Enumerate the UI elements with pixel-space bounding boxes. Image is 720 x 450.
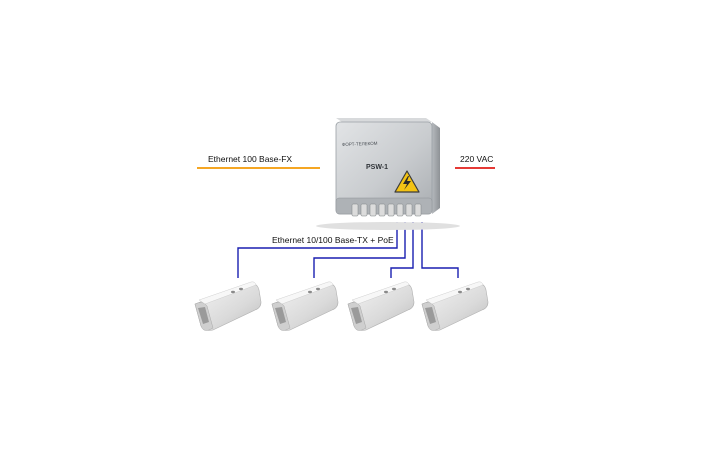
switch-enclosure: ФОРТ-ТЕЛЕКОМ PSW-1 — [316, 118, 460, 230]
camera-1 — [194, 281, 262, 331]
poe-line-4 — [421, 222, 459, 278]
switch-brand: ФОРТ-ТЕЛЕКОМ — [342, 141, 378, 147]
poe-link-label: Ethernet 10/100 Base-TX + PoE — [272, 235, 394, 245]
poe-lines — [237, 222, 459, 278]
switch-model: PSW-1 — [366, 164, 388, 171]
power-link-label: 220 VAC — [460, 154, 494, 164]
cable-glands — [351, 203, 422, 217]
camera-2 — [271, 281, 339, 331]
high-voltage-warning-icon — [394, 170, 420, 193]
camera-3 — [347, 281, 415, 331]
poe-line-1 — [237, 222, 398, 278]
poe-line-2 — [313, 222, 406, 278]
poe-line-3 — [390, 222, 414, 278]
fiber-link-label: Ethernet 100 Base-FX — [208, 154, 293, 164]
camera-4 — [421, 281, 489, 331]
